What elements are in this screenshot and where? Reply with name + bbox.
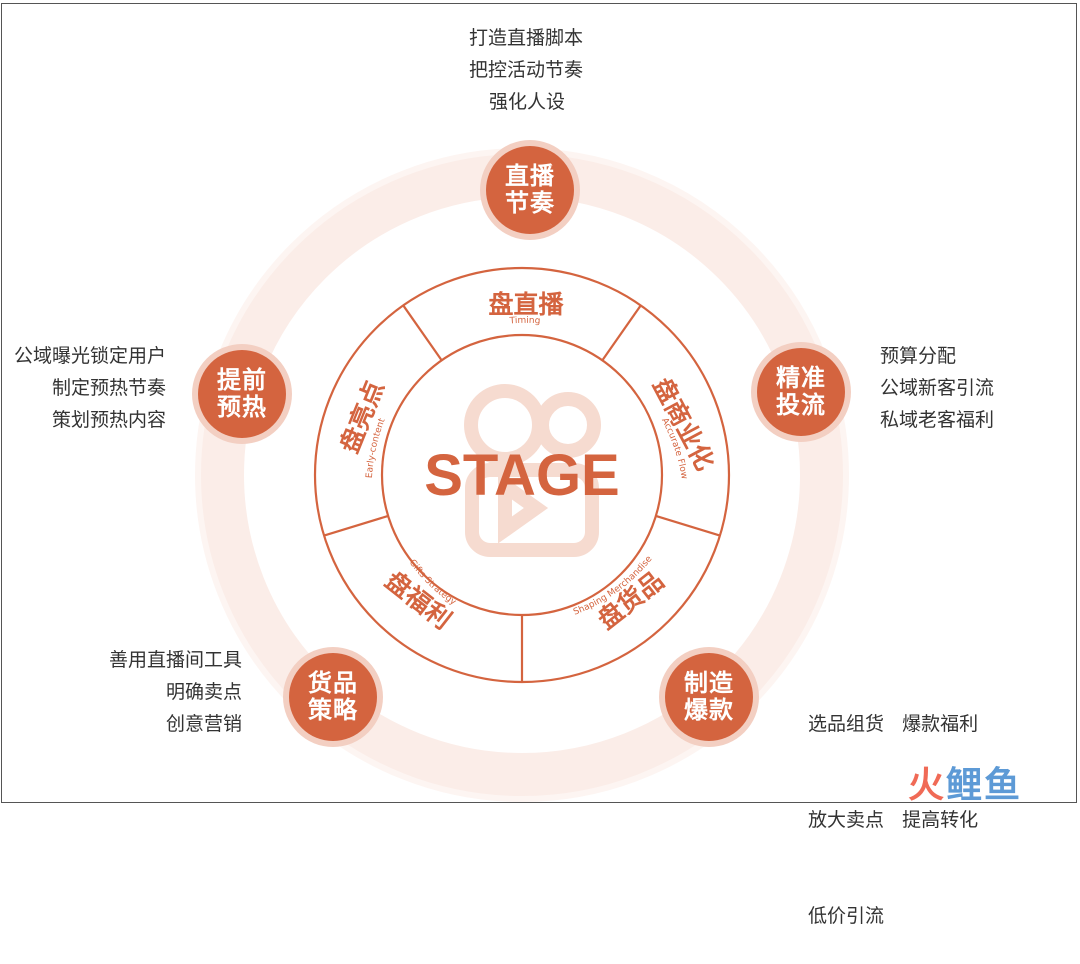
note-item: 选品组货 爆款福利: [808, 713, 979, 735]
watermark-char: 火: [908, 765, 947, 806]
hub-circle-goods: [283, 647, 383, 747]
segment-divider-2: [655, 514, 721, 537]
hub-label-rhythm: 直播 节奏: [490, 163, 570, 217]
hub-label-line: 策略: [308, 696, 358, 724]
center-title: STAGE: [424, 443, 620, 508]
hub-label-line: 节奏: [505, 189, 555, 217]
segment-dividers: [323, 304, 721, 682]
notes-goods: 善用直播间工具 明确卖点 创意营销: [60, 644, 242, 740]
note-item: 制定预热节奏: [51, 377, 166, 399]
watermark-char: 鱼: [984, 765, 1023, 806]
segment-divider-0: [402, 304, 443, 361]
hub-label-line: 精准: [776, 364, 826, 392]
hub-label-line: 提前: [217, 366, 267, 394]
stage-diagram: STAGE 盘直播 Timing 盘商业化 Accurate Flow 盘货品 …: [192, 140, 851, 802]
note-item: 明确卖点: [165, 681, 242, 703]
note-item: 私域老客福利: [880, 409, 995, 431]
note-item: 强化人设: [489, 91, 566, 113]
segment-title-timing: 盘直播: [488, 290, 564, 319]
note-item: 把控活动节奏: [469, 59, 584, 81]
hub-label-preheat: 提前 预热: [202, 367, 282, 421]
diagram-frame: [1, 3, 1077, 803]
camera-icon: [464, 384, 601, 557]
note-item: 创意营销: [165, 713, 242, 735]
hub-circle-hit: [659, 647, 759, 747]
hub-label-line: 爆款: [684, 696, 734, 724]
watermark-logo: 火鲤鱼: [908, 756, 1022, 808]
note-item: 公域新客引流: [880, 377, 995, 399]
hub-label-goods: 货品 策略: [293, 670, 373, 724]
segment-divider-1: [601, 304, 642, 361]
segment-subtitle-timing: Timing: [508, 316, 540, 327]
note-item: 打造直播脚本: [469, 27, 584, 49]
note-item: 善用直播间工具: [108, 649, 242, 671]
note-item: 策划预热内容: [51, 409, 166, 431]
hub-label-hit: 制造 爆款: [669, 670, 749, 724]
hub-circle-preheat: [192, 344, 292, 444]
hub-label-line: 制造: [684, 669, 734, 697]
hub-label-line: 直播: [505, 162, 555, 190]
watermark-char: 鲤: [946, 765, 985, 806]
hub-label-line: 货品: [308, 669, 358, 697]
notes-rhythm: 打造直播脚本 把控活动节奏 强化人设: [469, 22, 583, 118]
notes-preheat: 公域曝光锁定用户 制定预热节奏 策划预热内容: [0, 340, 166, 436]
note-item: 放大卖点 提高转化: [808, 809, 979, 831]
notes-precise: 预算分配 公域新客引流 私域老客福利: [880, 340, 994, 436]
hub-label-line: 投流: [776, 391, 826, 419]
segment-divider-4: [323, 514, 389, 537]
hub-circle-rhythm: [480, 140, 580, 240]
note-item: 预算分配: [880, 345, 957, 367]
hub-label-precise: 精准 投流: [761, 365, 841, 419]
note-item: 公域曝光锁定用户: [13, 345, 166, 367]
note-item: 低价引流: [808, 905, 885, 927]
hub-circle-precise: [751, 342, 851, 442]
hub-label-line: 预热: [217, 393, 267, 421]
